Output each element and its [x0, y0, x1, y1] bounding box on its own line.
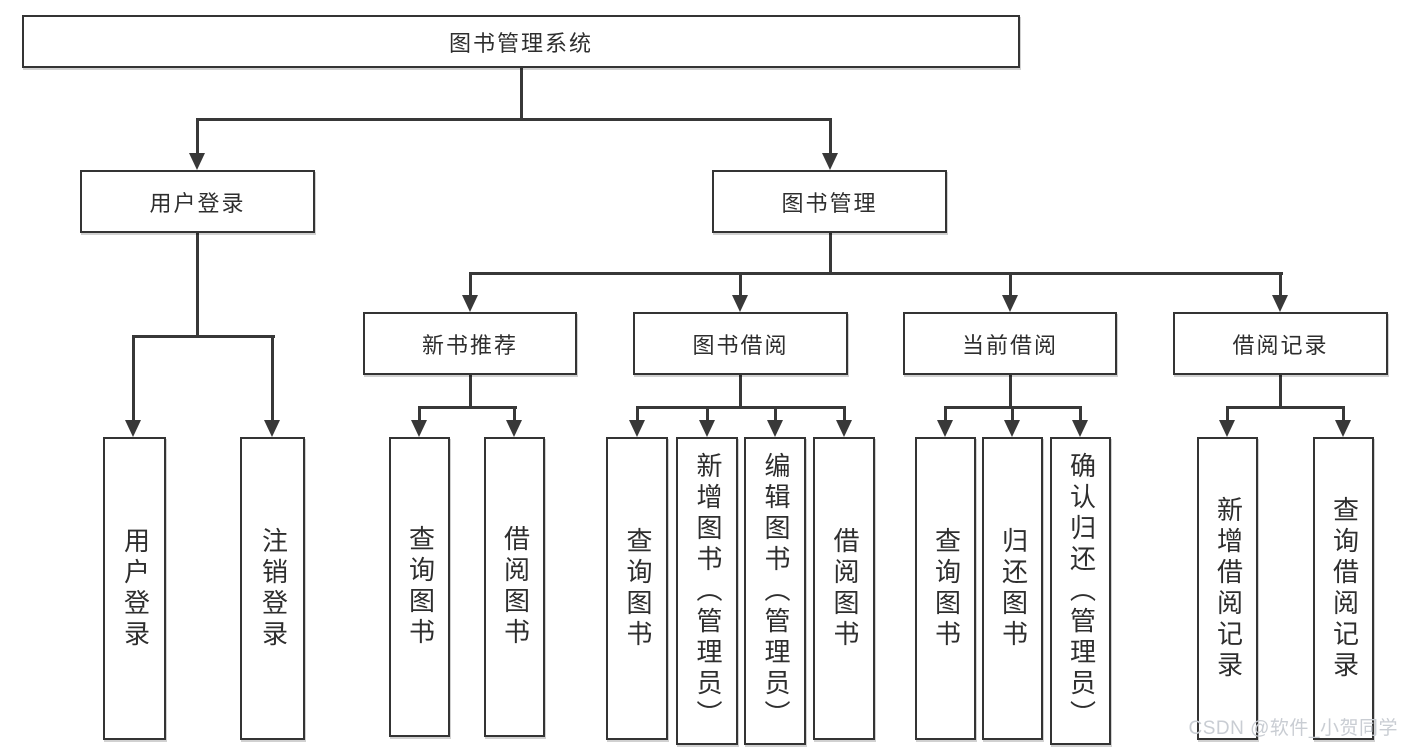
connector-line	[519, 68, 523, 120]
connector-line	[468, 272, 472, 298]
arrowhead	[189, 153, 205, 170]
node-new-book-recommend: 新书推荐	[363, 312, 577, 375]
arrowhead	[506, 420, 522, 437]
node-label: 查询图书	[622, 526, 653, 651]
node-label: 新书推荐	[421, 332, 518, 358]
csdn-watermark: CSDN @软件_小贺同学	[1188, 718, 1398, 739]
arrowhead	[937, 420, 953, 437]
arrowhead	[836, 420, 852, 437]
connector-line	[417, 406, 517, 409]
connector-line	[1008, 375, 1012, 409]
connector-line	[468, 375, 472, 409]
connector-line	[468, 272, 1283, 275]
leaf-add-book-admin: 新增图书（管理员）	[676, 437, 738, 745]
node-label: 注销登录	[258, 526, 289, 651]
arrowhead	[822, 153, 838, 170]
node-book-borrowing: 图书借阅	[633, 312, 848, 375]
node-label: 归还图书	[998, 526, 1029, 651]
connector-line	[270, 335, 274, 422]
arrowhead	[767, 420, 783, 437]
leaf-borrow-books-1: 借阅图书	[484, 437, 545, 737]
connector-line	[1278, 375, 1282, 409]
connector-line	[738, 375, 742, 409]
node-book-management: 图书管理	[712, 170, 947, 233]
connector-line	[842, 406, 846, 422]
leaf-user-login: 用户登录	[103, 437, 166, 740]
arrowhead	[1004, 420, 1020, 437]
connector-line	[1225, 406, 1345, 409]
leaf-query-books-1: 查询图书	[389, 437, 450, 737]
connector-line	[635, 406, 846, 409]
node-label: 借阅记录	[1232, 332, 1329, 358]
arrowhead	[1219, 420, 1235, 437]
connector-line	[1008, 272, 1012, 298]
arrowhead	[462, 295, 478, 312]
node-label: 借阅图书	[829, 526, 860, 651]
arrowhead	[699, 420, 715, 437]
node-label: 确认归还（管理员）	[1066, 451, 1097, 731]
leaf-query-borrow-record: 查询借阅记录	[1313, 437, 1374, 740]
node-label: 图书管理系统	[448, 30, 593, 56]
connector-line	[195, 118, 832, 121]
connector-line	[773, 406, 777, 422]
node-label: 图书管理	[781, 190, 878, 216]
connector-line	[738, 272, 742, 298]
node-library-system: 图书管理系统	[22, 15, 1020, 68]
node-label: 查询图书	[931, 526, 962, 651]
arrowhead	[1002, 295, 1018, 312]
connector-line	[1078, 406, 1082, 422]
node-label: 图书借阅	[692, 332, 789, 358]
connector-line	[417, 406, 421, 422]
arrowhead	[1272, 295, 1288, 312]
arrowhead	[411, 420, 427, 437]
arrowhead	[264, 420, 280, 437]
node-label: 查询借阅记录	[1329, 495, 1360, 682]
leaf-borrow-books-2: 借阅图书	[813, 437, 875, 740]
connector-line	[828, 118, 832, 155]
leaf-edit-book-admin: 编辑图书（管理员）	[744, 437, 806, 745]
node-label: 新增图书（管理员）	[692, 451, 723, 731]
connector-line	[195, 233, 199, 338]
connector-line	[195, 118, 199, 155]
node-label: 新增借阅记录	[1213, 495, 1244, 682]
node-label: 借阅图书	[500, 525, 531, 649]
connector-line	[943, 406, 947, 422]
arrowhead	[125, 420, 141, 437]
connector-line	[131, 335, 135, 422]
connector-line	[705, 406, 709, 422]
connector-line	[828, 233, 832, 275]
leaf-return-book: 归还图书	[982, 437, 1043, 740]
node-label: 编辑图书（管理员）	[760, 451, 791, 731]
connector-line	[512, 406, 516, 422]
leaf-logout: 注销登录	[240, 437, 305, 740]
node-label: 查询图书	[405, 525, 436, 649]
leaf-query-books-2: 查询图书	[606, 437, 668, 740]
arrowhead	[1072, 420, 1088, 437]
connector-line	[1010, 406, 1014, 422]
node-label: 用户登录	[149, 190, 246, 216]
connector-line	[131, 335, 275, 338]
connector-line	[1341, 406, 1345, 422]
arrowhead	[732, 295, 748, 312]
node-label: 用户登录	[120, 526, 151, 651]
connector-line	[1225, 406, 1229, 422]
connector-line	[1278, 272, 1282, 298]
arrowhead	[629, 420, 645, 437]
node-current-borrowing: 当前借阅	[903, 312, 1117, 375]
leaf-confirm-return-admin: 确认归还（管理员）	[1050, 437, 1111, 745]
leaf-add-borrow-record: 新增借阅记录	[1197, 437, 1258, 740]
arrowhead	[1335, 420, 1351, 437]
node-user-login: 用户登录	[80, 170, 315, 233]
connector-line	[635, 406, 639, 422]
leaf-query-books-3: 查询图书	[915, 437, 976, 740]
node-borrowing-records: 借阅记录	[1173, 312, 1388, 375]
node-label: 当前借阅	[961, 332, 1058, 358]
